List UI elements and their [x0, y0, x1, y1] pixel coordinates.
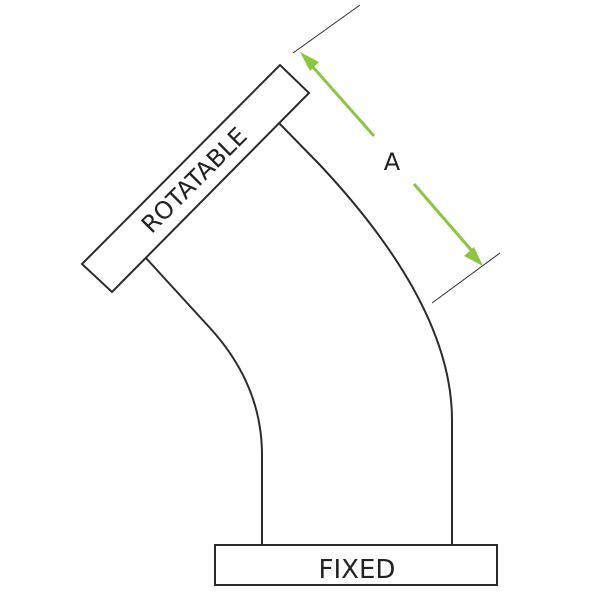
fixed-label: FIXED — [319, 555, 396, 585]
dimension-extension-line-top — [292, 4, 361, 54]
fixed-flange — [214, 544, 498, 586]
dimension-line-lower — [412, 183, 474, 252]
rotatable-label: ROTATABLE — [136, 122, 253, 239]
pipe-outer-wall — [276, 120, 453, 545]
dimension-line-upper — [310, 65, 376, 137]
dimension-arrow-top — [300, 52, 319, 71]
dimension-label: A — [384, 148, 401, 176]
dimension-arrow-bottom — [464, 247, 483, 266]
dimension-extension-line-bottom — [431, 252, 501, 304]
rotatable-flange — [80, 63, 311, 294]
pipe-inner-wall — [144, 256, 263, 545]
